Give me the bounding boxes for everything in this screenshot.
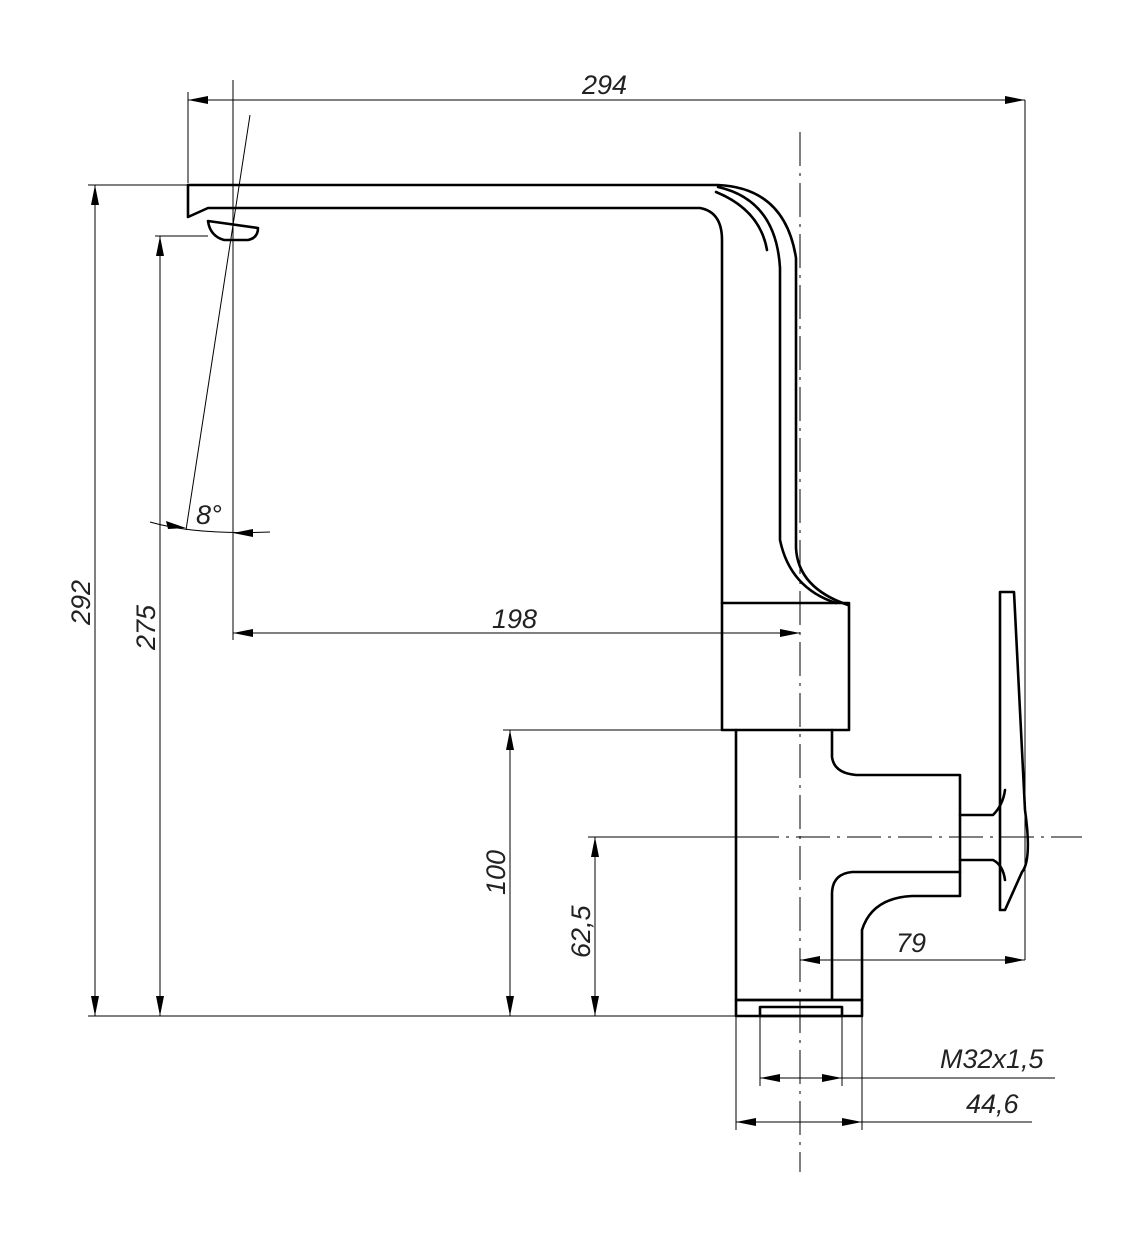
center-lines bbox=[745, 132, 1082, 1172]
label-292: 292 bbox=[66, 580, 96, 626]
label-8deg: 8° bbox=[196, 500, 222, 530]
spout-angle-line bbox=[185, 114, 251, 531]
valve-body-upper bbox=[830, 728, 962, 874]
label-275: 275 bbox=[131, 604, 161, 651]
aerator bbox=[206, 219, 260, 242]
spout-inner-contour bbox=[716, 185, 838, 605]
faucet-outline bbox=[186, 183, 1030, 1018]
swivel-collar bbox=[720, 601, 851, 732]
thread-connector bbox=[758, 1005, 844, 1018]
spout-lower-outline bbox=[186, 183, 724, 605]
label-thread: M32x1,5 bbox=[940, 1044, 1045, 1074]
handle-stem bbox=[958, 788, 1007, 882]
dimension-lines bbox=[88, 80, 1055, 1130]
label-294: 294 bbox=[581, 70, 627, 100]
label-198: 198 bbox=[492, 604, 537, 634]
valve-body bbox=[734, 728, 962, 1002]
spout-bend-arc bbox=[714, 190, 769, 252]
handle-lever bbox=[998, 590, 1030, 912]
label-79: 79 bbox=[896, 928, 926, 958]
label-100: 100 bbox=[481, 850, 511, 895]
label-44-6: 44,6 bbox=[966, 1089, 1020, 1119]
spout-upper-outline bbox=[186, 183, 850, 607]
label-62-5: 62,5 bbox=[566, 904, 596, 958]
dim-arc-8deg bbox=[149, 521, 271, 534]
dimension-labels: 294 292 275 198 8° 100 62,5 79 M32x1,5 4… bbox=[66, 70, 1045, 1119]
